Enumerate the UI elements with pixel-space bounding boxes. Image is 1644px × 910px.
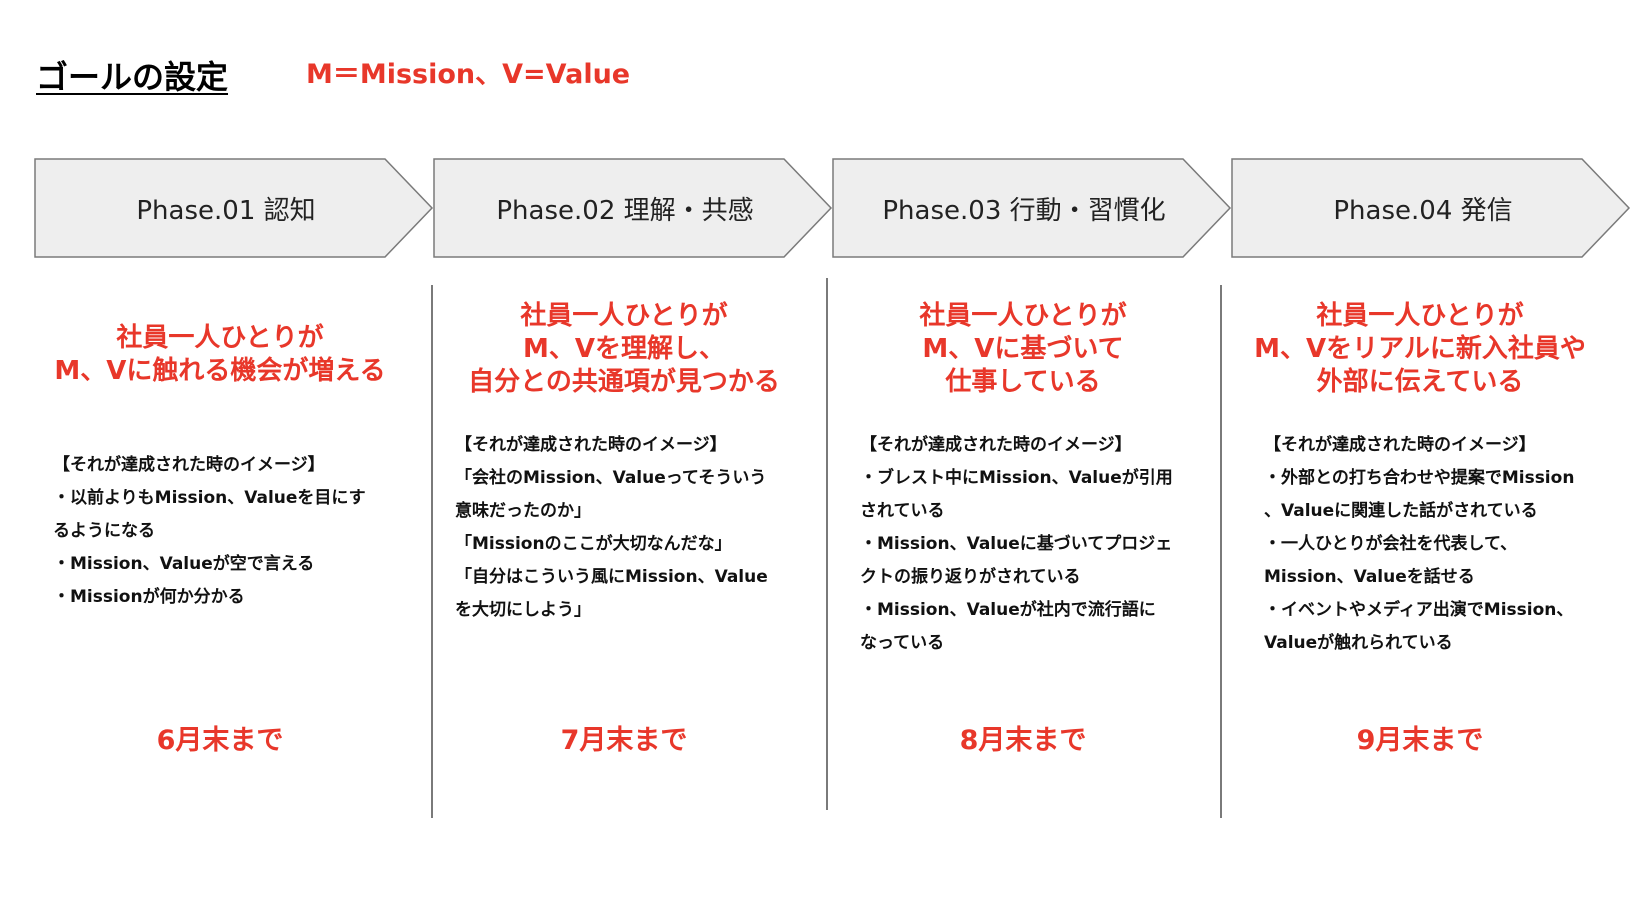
detail-line: ・一人ひとりが会社を代表して、 [1264,534,1518,554]
phase-detail: 【それが達成された時のイメージ】 ・ブレスト中にMission、Valueが引用… [860,429,1173,660]
detail-line: 、Valueに関連した話がされている [1264,501,1538,521]
phase-label-2: Phase.02 理解・共感 [496,195,754,226]
deadline-3: 8月末まで [959,725,1087,756]
phase-goal: 社員一人ひとりが M、Vを理解し、 自分との共通項が見つかる [434,300,814,399]
detail-line: ・Mission、Valueに基づいてプロジェ [860,534,1173,554]
detail-line: 「Missionのここが大切なんだな」 [455,534,732,554]
detail-line: ・Missionが何か分かる [53,587,245,607]
deadline-4: 9月末まで [1356,725,1484,756]
detail-line: クトの振り返りがされている [860,567,1081,587]
detail-line: ・以前よりもMission、Valueを目にす [53,488,366,508]
detail-line: 【それが達成された時のイメージ】 [455,435,727,455]
goal-line: M、Vに触れる機会が増える [54,356,386,386]
detail-line: 【それが達成された時のイメージ】 [860,435,1132,455]
goal-line: 社員一人ひとりが [520,301,728,331]
goal-line: M、Vに基づいて [922,334,1124,364]
detail-line: 「自分はこういう風にMission、Value [455,567,768,587]
detail-line: 意味だったのか」 [455,501,591,521]
phase-label-4: Phase.04 発信 [1333,195,1513,226]
goal-line: 社員一人ひとりが [116,323,324,353]
detail-line: ・Mission、Valueが空で言える [53,554,315,574]
detail-line: 【それが達成された時のイメージ】 [53,455,325,475]
goal-line: 外部に伝えている [1316,367,1524,397]
detail-line: を大切にしよう」 [455,600,591,620]
detail-line: るようになる [53,521,155,541]
column-divider [826,278,828,810]
phase-detail: 【それが達成された時のイメージ】 ・外部との打ち合わせや提案でMission 、… [1264,429,1574,660]
goal-line: M、Vをリアルに新入社員や [1254,334,1586,364]
detail-line: なっている [860,633,945,653]
column-divider [431,285,433,818]
phase-label-3: Phase.03 行動・習慣化 [882,195,1166,226]
page-title: ゴールの設定 [36,58,229,96]
detail-line: ・外部との打ち合わせや提案でMission [1264,468,1575,488]
goal-line: M、Vを理解し、 [523,334,725,364]
detail-line: されている [860,501,945,521]
phase-goal: 社員一人ひとりが M、Vに触れる機会が増える [30,322,410,388]
phase-detail: 【それが達成された時のイメージ】 ・以前よりもMission、Valueを目にす… [53,449,366,614]
goal-line: 社員一人ひとりが [1316,301,1524,331]
goal-line: 仕事している [945,367,1101,397]
goal-line: 自分との共通項が見つかる [468,367,780,397]
detail-line: 【それが達成された時のイメージ】 [1264,435,1536,455]
goal-line: 社員一人ひとりが [919,301,1127,331]
phase-goal: 社員一人ひとりが M、Vに基づいて 仕事している [833,300,1213,399]
deadline-1: 6月末まで [156,725,284,756]
legend-subtitle: M＝Mission、V=Value [306,59,631,90]
detail-line: Mission、Valueを話せる [1264,567,1475,587]
phase-goal: 社員一人ひとりが M、Vをリアルに新入社員や 外部に伝えている [1230,300,1610,399]
detail-line: 「会社のMission、Valueってそういう [455,468,767,488]
column-divider [1220,285,1222,818]
detail-line: ・イベントやメディア出演でMission、 [1264,600,1574,620]
phase-detail: 【それが達成された時のイメージ】 「会社のMission、Valueってそういう… [455,429,768,627]
detail-line: Valueが触れられている [1264,633,1453,653]
detail-line: ・Mission、Valueが社内で流行語に [860,600,1156,620]
phase-label-1: Phase.01 認知 [136,195,316,226]
detail-line: ・ブレスト中にMission、Valueが引用 [860,468,1173,488]
deadline-2: 7月末まで [560,725,688,756]
